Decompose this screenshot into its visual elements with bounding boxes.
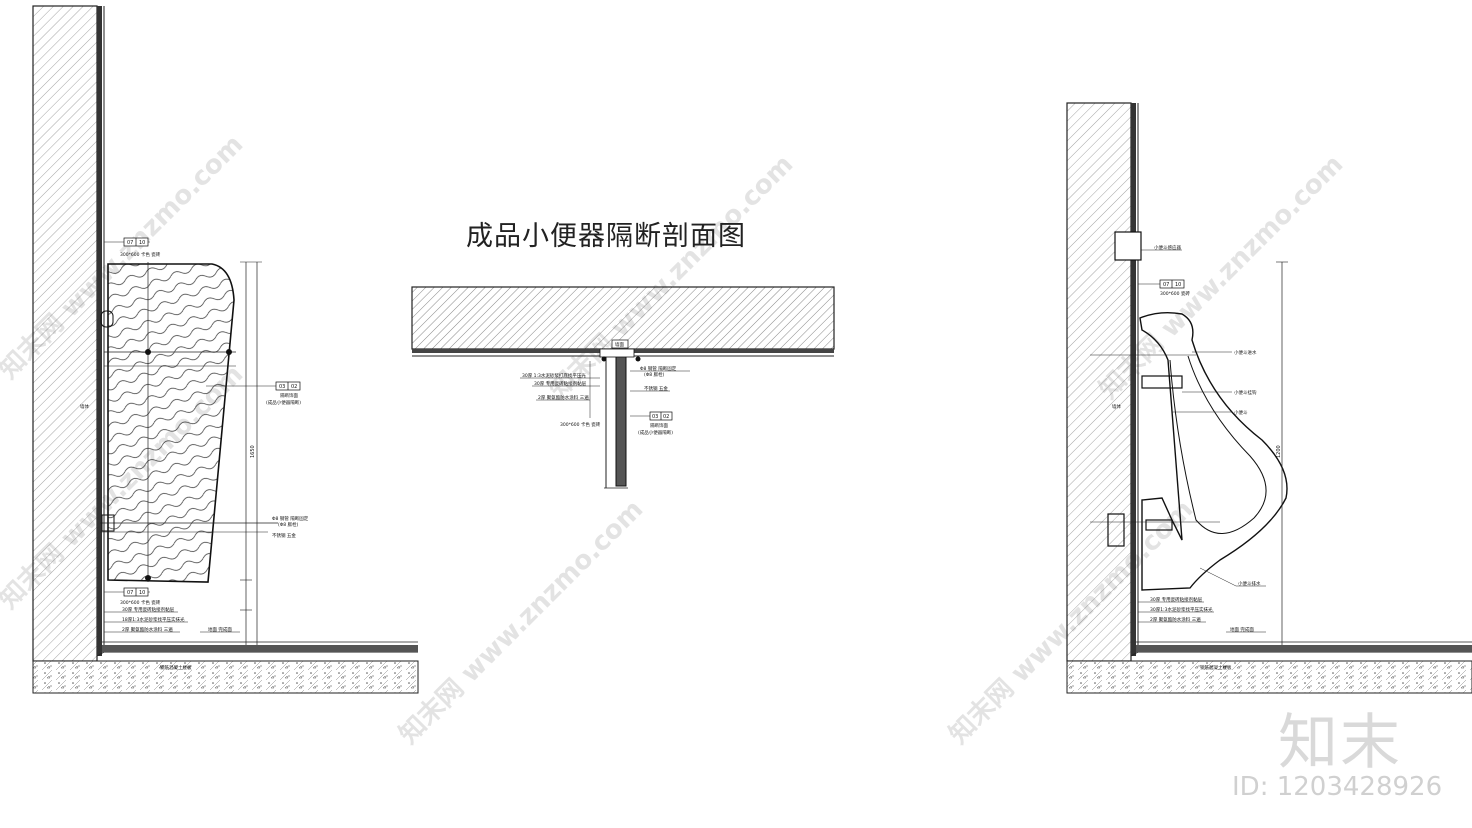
svg-text:07: 07 — [1163, 282, 1169, 288]
middle-tag: 03 02 隔断饰面 (成品小便器隔断) — [630, 411, 673, 436]
svg-text:30厚 1:3水泥砂浆打底找平压光: 30厚 1:3水泥砂浆打底找平压光 — [522, 372, 586, 379]
svg-text:(Φ8 膨栓): (Φ8 膨栓) — [644, 371, 665, 378]
watermark-id: ID: 1203428926 — [1232, 772, 1443, 802]
urinal-sensor — [1114, 231, 1142, 261]
svg-text:10: 10 — [139, 240, 145, 246]
right-tag: 07 10 300*600 瓷砖 — [1138, 279, 1190, 297]
left-finish-layer — [97, 6, 102, 656]
svg-text:小便斗排水: 小便斗排水 — [1238, 580, 1261, 587]
drawing-title: 成品小便器隔断剖面图 — [466, 221, 746, 252]
svg-text:(成品小便器隔断): (成品小便器隔断) — [638, 429, 673, 436]
svg-text:02: 02 — [663, 414, 669, 420]
svg-text:300*600 卡色 瓷砖: 300*600 卡色 瓷砖 — [120, 251, 161, 258]
right-slab — [1066, 660, 1472, 694]
svg-text:07: 07 — [127, 590, 133, 596]
svg-text:地面 完成面: 地面 完成面 — [1230, 626, 1254, 633]
svg-text:300*600 卡色 瓷砖: 300*600 卡色 瓷砖 — [560, 421, 601, 428]
svg-text:墙体: 墙体 — [80, 403, 89, 410]
svg-text:钢筋混凝土楼板: 钢筋混凝土楼板 — [160, 664, 192, 671]
svg-text:不锈钢 五金: 不锈钢 五金 — [644, 385, 668, 392]
svg-text:02: 02 — [291, 384, 297, 390]
svg-text:Φ8 钢管 隔断固定: Φ8 钢管 隔断固定 — [640, 365, 677, 372]
left-tag-mid: 03 02 隔断饰面 (成品小便器隔断) — [206, 381, 301, 406]
svg-text:18厚1:3水泥砂浆找平压实抹光: 18厚1:3水泥砂浆找平压实抹光 — [122, 616, 185, 623]
left-wall — [32, 5, 98, 662]
svg-text:小便斗进水: 小便斗进水 — [1234, 349, 1257, 356]
svg-text:地面 完成面: 地面 完成面 — [208, 626, 232, 633]
svg-text:30厚 专用瓷砖粘接剂黏层: 30厚 专用瓷砖粘接剂黏层 — [1150, 596, 1203, 603]
svg-text:(成品小便器隔断): (成品小便器隔断) — [266, 399, 301, 406]
watermark-logo: 知末 — [1278, 708, 1402, 778]
urinal-body — [1139, 311, 1288, 591]
right-dimension: 1200 — [1276, 445, 1282, 458]
svg-text:03: 03 — [279, 384, 285, 390]
left-tag-top: 07 10 300*600 卡色 瓷砖 — [104, 237, 161, 258]
partition-post — [615, 355, 627, 487]
svg-text:隔断饰面: 隔断饰面 — [280, 392, 298, 399]
svg-text:墙体: 墙体 — [1112, 403, 1121, 410]
svg-text:钢筋混凝土楼板: 钢筋混凝土楼板 — [1200, 664, 1232, 671]
svg-text:300*600 卡色 瓷砖: 300*600 卡色 瓷砖 — [120, 599, 161, 606]
svg-text:30厚 专用瓷砖粘接剂黏层: 30厚 专用瓷砖粘接剂黏层 — [534, 380, 587, 387]
svg-text:07: 07 — [127, 240, 133, 246]
svg-text:2厚 聚氨酯防水涂料 三遍: 2厚 聚氨酯防水涂料 三遍 — [1150, 616, 1201, 623]
watermark-text: 知末网 www.znzmo.com — [394, 494, 649, 749]
svg-text:(Φ8 膨栓): (Φ8 膨栓) — [278, 521, 299, 528]
svg-text:2厚 聚氨酯防水涂料 三遍: 2厚 聚氨酯防水涂料 三遍 — [122, 626, 173, 633]
left-slab — [32, 660, 419, 694]
svg-text:不锈钢 五金: 不锈钢 五金 — [272, 532, 296, 539]
svg-text:小便斗挂钩: 小便斗挂钩 — [1234, 389, 1257, 396]
svg-text:墙面: 墙面 — [615, 341, 624, 348]
ceiling-slab — [411, 286, 835, 350]
left-dimension: 1650 — [250, 445, 256, 458]
right-wall — [1066, 102, 1132, 662]
left-section-detail: 1650 07 10 300*600 卡色 瓷砖 03 02 隔断饰面 (成品小… — [32, 5, 419, 694]
svg-text:300*600 瓷砖: 300*600 瓷砖 — [1160, 290, 1190, 297]
svg-text:30厚1:3水泥砂浆找平压实抹光: 30厚1:3水泥砂浆找平压实抹光 — [1150, 606, 1213, 613]
svg-text:隔断饰面: 隔断饰面 — [650, 422, 668, 429]
svg-text:小便斗感应器: 小便斗感应器 — [1154, 244, 1181, 251]
svg-text:2厚 聚氨酯防水涂料 三遍: 2厚 聚氨酯防水涂料 三遍 — [538, 394, 589, 401]
svg-text:03: 03 — [652, 414, 658, 420]
left-tag-bottom: 07 10 300*600 卡色 瓷砖 — [104, 587, 161, 606]
svg-text:小便斗: 小便斗 — [1234, 409, 1248, 416]
partition-panel — [107, 263, 235, 583]
right-section-detail: 小便斗感应器 07 10 300*600 瓷砖 小便斗进水 小便斗挂钩 小便斗 … — [1066, 102, 1472, 694]
svg-text:Φ8 钢管 隔断固定: Φ8 钢管 隔断固定 — [272, 515, 309, 522]
svg-text:10: 10 — [1175, 282, 1181, 288]
middle-section-detail: 墙面 30厚 1:3水泥砂浆打底找平压光 30厚 专用瓷砖粘接剂黏层 2厚 聚氨… — [411, 286, 835, 489]
svg-text:30厚 专用瓷砖粘接剂黏层: 30厚 专用瓷砖粘接剂黏层 — [122, 606, 175, 613]
svg-text:10: 10 — [139, 590, 145, 596]
